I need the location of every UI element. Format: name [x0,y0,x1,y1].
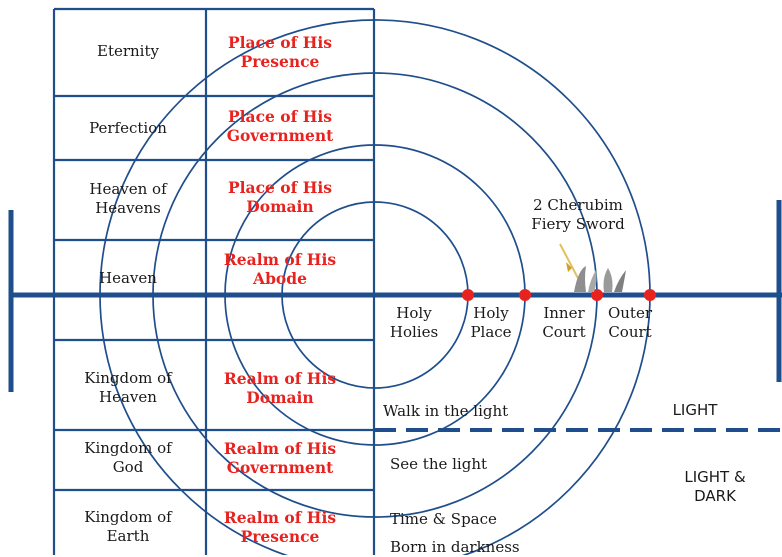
label-walk-in-light: Walk in the light [383,402,509,420]
label-holy-holies: Holy Holies [389,304,439,341]
cell-perfection: Perfection [89,119,167,137]
cell-heaven: Heaven [99,269,157,287]
dot-outer-court [644,289,656,301]
dot-holy-holies [462,289,474,301]
cell-kingdom-of-god: Kingdom of God [84,439,172,476]
cell-kingdom-of-heaven: Kingdom of Heaven [84,369,172,406]
cell-realm-government: Realm of His Government [223,439,337,477]
cell-place-government: Place of His Government [226,107,334,145]
label-inner-court: Inner Court [542,304,586,341]
label-see-light: See the light [390,455,488,473]
cell-realm-abode: Realm of His Abode [223,250,337,288]
label-light: LIGHT [672,401,718,419]
cell-place-domain: Place of His Domain [228,178,332,216]
cell-kingdom-of-earth: Kingdom of Earth [84,508,172,545]
label-holy-place: Holy Place [470,304,512,341]
cell-eternity: Eternity [97,42,159,60]
dot-holy-place [519,289,531,301]
cell-realm-presence: Realm of His Presence [223,508,337,546]
cell-heaven-of-heavens: Heaven of Heavens [89,180,167,217]
label-cherubim: 2 Cherubim Fiery Sword [531,196,625,233]
cell-place-presence: Place of His Presence [228,33,332,71]
table-grid [52,7,376,555]
cherubim-icon [559,243,626,292]
label-time-space: Time & Space [390,510,497,528]
label-born-darkness: Born in darkness [390,538,520,556]
label-light-dark: LIGHT & DARK [684,468,746,505]
label-outer-court: Outer Court [607,304,653,341]
cell-realm-domain: Realm of His Domain [223,369,337,407]
